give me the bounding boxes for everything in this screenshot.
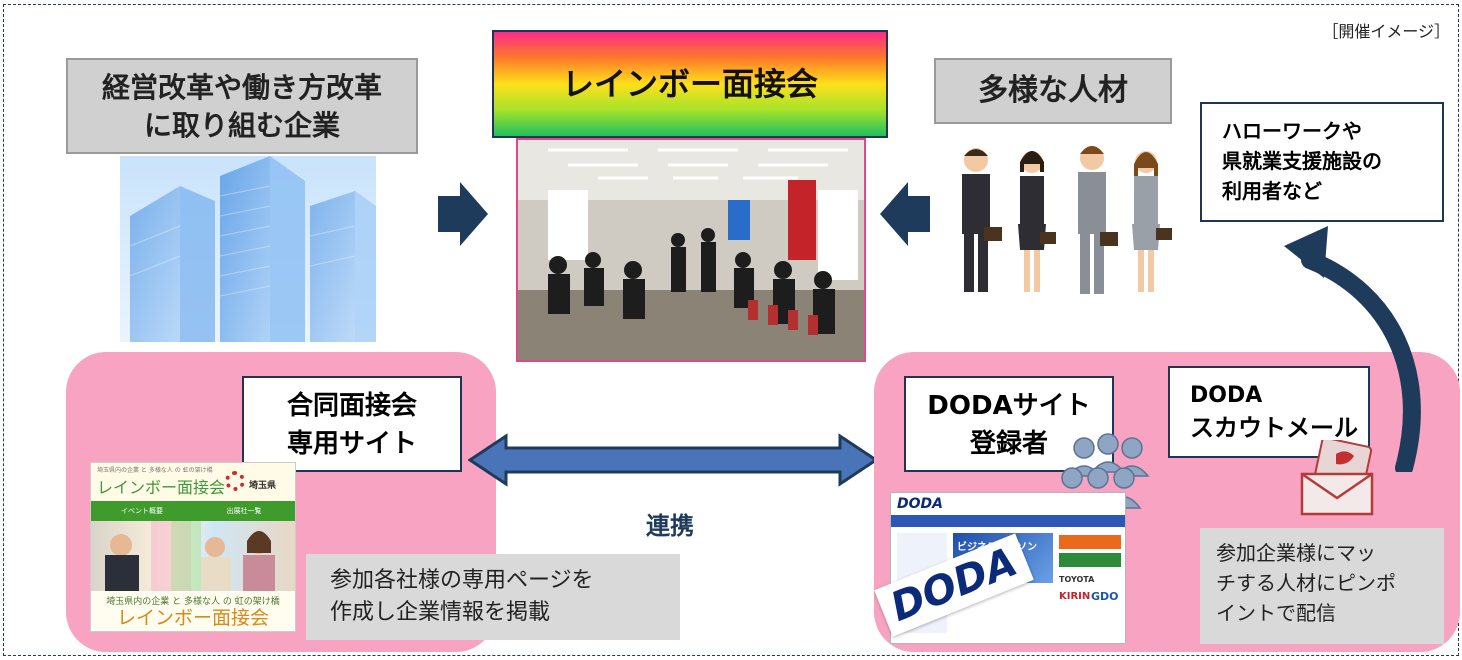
doda-site-logo: DODA (897, 496, 943, 512)
site-bottom-title: レインボー面接会 (116, 607, 269, 629)
doda-registrants-line2: 登録者 (969, 429, 1048, 459)
site-header-title: レインボー面接会 (97, 478, 226, 497)
double-arrow-icon (468, 433, 878, 487)
building-image (120, 156, 376, 342)
diverse-people-box: 多様な人材 (934, 58, 1172, 124)
business-people-icon (962, 146, 1172, 294)
site-header: 埼玉県内の企業 と 多様な人 の 虹の架け橋 レインボー面接会 埼玉県 (91, 463, 295, 501)
caption: ［開催イメージ］ (1322, 22, 1450, 41)
doda-site-gdo: GDO (1091, 590, 1119, 603)
hellowork-box: ハローワークや 県就業支援施設の 利用者など (1200, 102, 1444, 222)
scout-mail-line1: DODA (1190, 383, 1263, 408)
arrow-right-icon (438, 182, 488, 246)
doda-registrants-line1: DODAサイト (927, 391, 1091, 421)
site-hero-photo (91, 521, 295, 591)
site-nav-event[interactable]: イベント概要 (121, 507, 163, 515)
hellowork-line1: ハローワークや (1222, 119, 1362, 143)
prefecture-logo-icon (225, 471, 245, 491)
scout-mail-description: 参加企業様にマッ チする人材にピンポ イントで配信 (1200, 528, 1444, 644)
site-title-line1: 合同面接会 (286, 391, 417, 421)
event-title-box: レインボー面接会 (492, 30, 888, 138)
scout-description-line3: イントで配信 (1216, 601, 1336, 625)
site-nav-exhibitors[interactable]: 出展社一覧 (226, 507, 262, 515)
site-footer: 埼玉県内の企業 と 多様な人 の 虹の架け橋 レインボー面接会 (91, 591, 295, 631)
diverse-people-label: 多様な人材 (978, 73, 1128, 108)
event-title: レインボー面接会 (561, 65, 818, 103)
curved-arrow-icon (1284, 226, 1421, 472)
building-illustration (120, 156, 376, 342)
event-hall-illustration (518, 140, 864, 360)
site-description-line1: 参加各社様の専用ページを (330, 568, 594, 593)
mail-icon (1300, 440, 1374, 516)
event-photo (516, 138, 866, 362)
rainbow-site-screenshot: 埼玉県内の企業 と 多様な人 の 虹の架け橋 レインボー面接会 埼玉県 イベント… (90, 462, 296, 632)
dashed-frame (3, 4, 1459, 656)
company-label-line2: に取り組む企業 (143, 109, 340, 142)
site-title-line2: 専用サイト (286, 429, 417, 459)
doda-site-toyota: TOYOTA (1059, 575, 1095, 584)
site-tagline: 埼玉県内の企業 と 多様な人 の 虹の架け橋 (106, 597, 280, 607)
company-label-box: 経営改革や働き方改革 に取り組む企業 (66, 58, 418, 154)
prefecture-name: 埼玉県 (249, 481, 277, 491)
arrow-left-icon (880, 182, 930, 246)
scout-description-line2: チする人材にピンポ (1216, 571, 1396, 595)
people-illustration (944, 132, 1176, 310)
link-label: 連携 (646, 512, 694, 540)
site-description: 参加各社様の専用ページを 作成し企業情報を掲載 (306, 554, 680, 640)
doda-site-kirin: KIRIN (1059, 591, 1091, 602)
site-header-small: 埼玉県内の企業 と 多様な人 の 虹の架け橋 (97, 467, 213, 474)
site-description-line2: 作成し企業情報を掲載 (330, 600, 551, 625)
company-label-line1: 経営改革や働き方改革 (101, 71, 382, 104)
site-nav: イベント概要 出展社一覧 (91, 501, 295, 521)
doda-site-button-2 (1059, 553, 1121, 567)
scout-mail-line2: スカウトメール (1190, 414, 1358, 442)
site-title-box: 合同面接会 専用サイト (242, 376, 462, 472)
doda-site-button (1059, 535, 1121, 549)
doda-site-nav (891, 515, 1125, 527)
doda-registrants-box: DODAサイト 登録者 (904, 376, 1114, 472)
scout-description-line1: 参加企業様にマッ (1216, 541, 1376, 565)
hellowork-line3: 利用者など (1222, 179, 1322, 203)
site-hero-people (105, 521, 275, 591)
doda-site-header: DODA (891, 493, 1125, 515)
hellowork-line2: 県就業支援施設の (1222, 149, 1382, 173)
